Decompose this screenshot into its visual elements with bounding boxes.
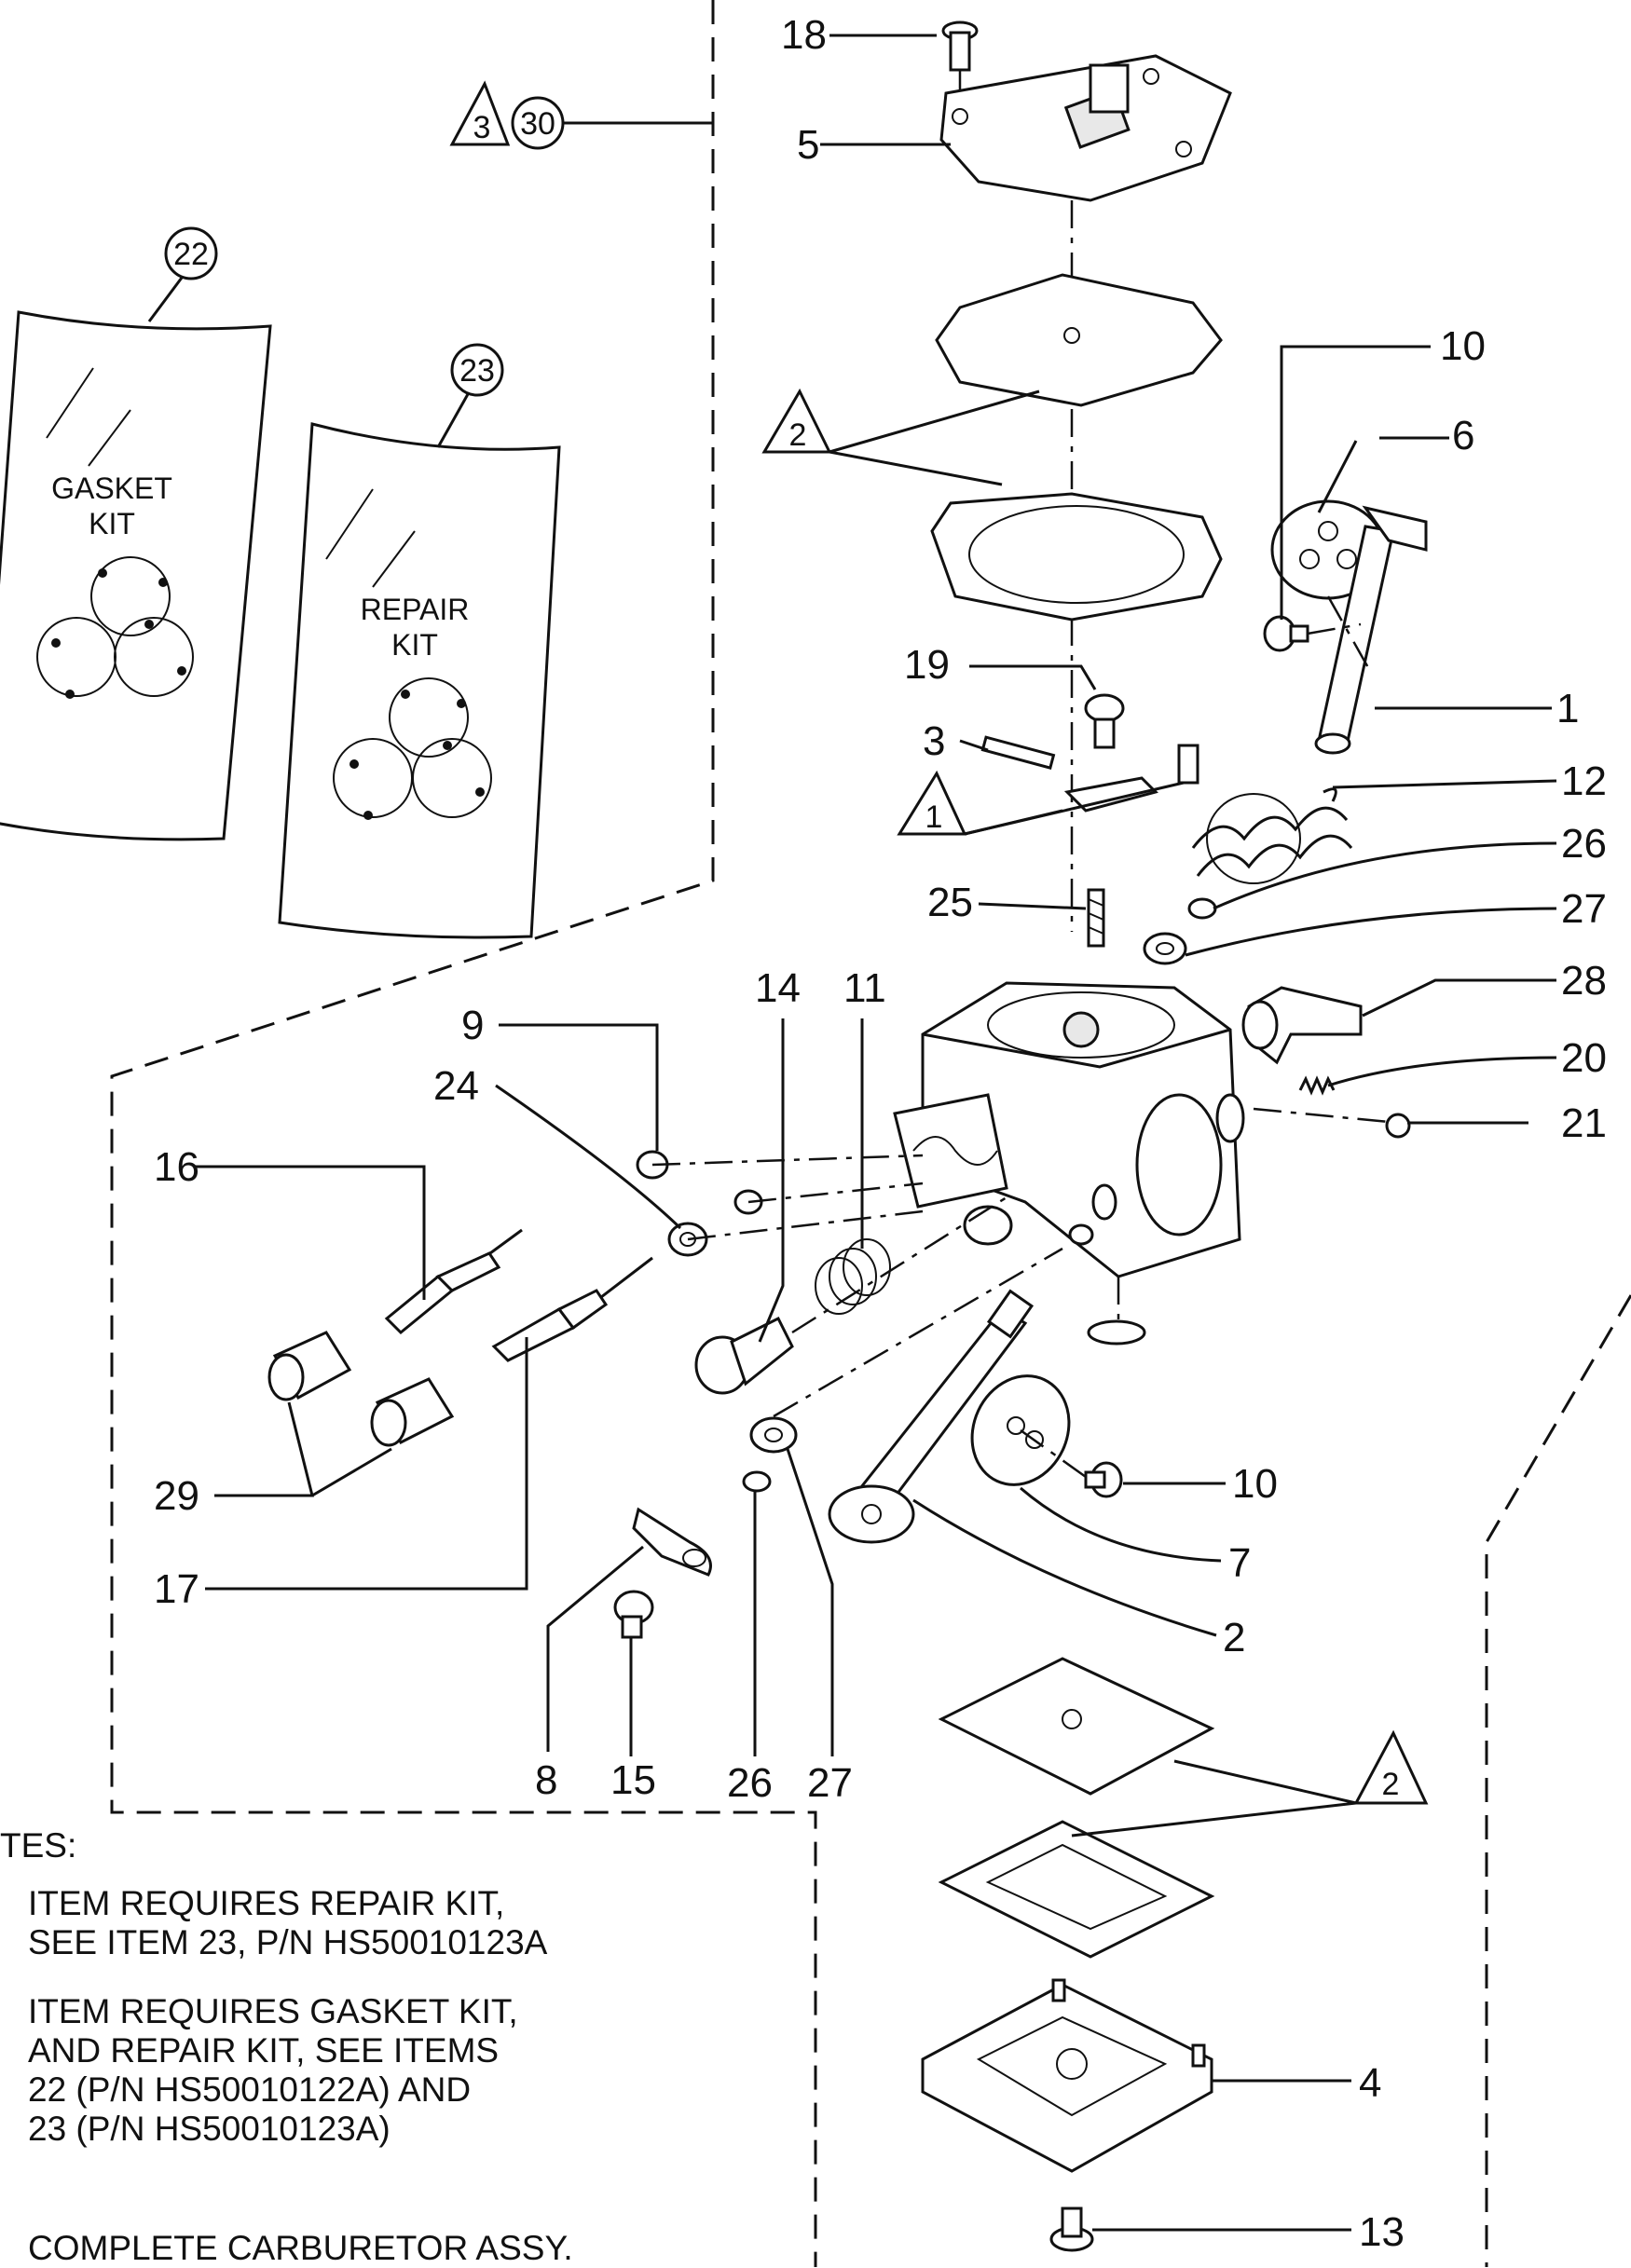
svg-text:22: 22 [173,237,209,272]
callout-16: 16 [154,1144,199,1190]
spring-20 [1298,1075,1336,1096]
washer-27-lower [749,1416,798,1454]
callout-7: 7 [1228,1540,1251,1586]
callout-25: 25 [927,880,973,925]
callout-19: 19 [904,642,950,688]
gasket-kit-label-2: KIT [89,507,135,540]
limiter-cap-29-b [370,1377,455,1447]
callout-15: 15 [610,1757,656,1803]
callout-circle-30: 30 [511,96,713,150]
carburetor-body [893,981,1245,1278]
callout-26-lower: 26 [727,1760,773,1806]
svg-text:3: 3 [473,110,491,145]
callout-5: 5 [797,122,819,168]
note-3-line-1: COMPLETE CARBURETOR ASSY. [28,2229,573,2267]
callout-14: 14 [755,965,801,1011]
callout-circle-23: 23 [436,343,504,448]
svg-text:23: 23 [459,353,495,389]
callout-18: 18 [781,12,827,58]
pin-3 [980,735,1056,770]
idle-spring-11 [815,1238,891,1315]
callout-20: 20 [1561,1035,1607,1081]
gasket-upper [930,492,1223,622]
screw-19 [1084,693,1125,749]
callout-12: 12 [1561,758,1607,804]
return-spring-12 [1191,787,1353,884]
clip-26-upper [1187,897,1217,920]
callout-29: 29 [154,1473,199,1519]
callout-13: 13 [1359,2209,1405,2255]
callout-28: 28 [1561,958,1607,1004]
diaphragm-lower [938,1657,1215,1796]
callout-1: 1 [1556,686,1579,731]
callout-8: 8 [535,1757,557,1803]
metering-lever [1063,744,1199,813]
callout-26-upper: 26 [1561,821,1607,867]
screw-10-upper [1263,615,1309,652]
needle-17 [491,1256,653,1362]
svg-text:2: 2 [789,417,807,453]
note-1-line-1: ITEM REQUIRES REPAIR KIT, [28,1884,505,1922]
gasket-lower [938,1820,1215,1959]
note-triangle-2-upper: 2 [761,388,1040,486]
spring-25 [1087,888,1105,948]
callout-2: 2 [1223,1615,1245,1660]
callout-3: 3 [923,718,945,764]
callout-17: 17 [154,1566,199,1612]
callout-27-lower: 27 [807,1760,853,1806]
callout-21: 21 [1561,1100,1607,1146]
plug-disc [1087,1319,1146,1346]
callout-10-upper: 10 [1440,323,1486,369]
leader-lines [196,34,1557,2232]
note-triangle-2-lower: 2 [1071,1729,1429,1838]
idle-screw-14 [694,1316,794,1395]
pump-cover-5 [939,54,1232,202]
callout-11: 11 [843,965,886,1011]
callout-6: 6 [1452,413,1474,458]
callout-circle-22: 22 [147,226,218,322]
notes-heading: TES: [0,1826,77,1865]
note-2-line-4: 23 (P/N HS50010123A) [28,2110,391,2148]
screw-13 [1049,2207,1094,2252]
callout-4: 4 [1359,2060,1381,2106]
screw-15 [613,1590,654,1639]
svg-text:30: 30 [520,106,555,142]
callout-9: 9 [461,1003,484,1048]
needle-16 [384,1228,523,1335]
ball-21 [1385,1113,1411,1139]
svg-text:2: 2 [1382,1767,1400,1802]
gasket-kit-bag [0,310,272,841]
screw-18 [941,20,979,72]
fuel-inlet-28 [1241,986,1363,1065]
note-1-line-2: SEE ITEM 23, P/N HS50010123A [28,1923,548,1961]
note-triangle-3: 3 [449,80,511,146]
gasket-kit-label-1: GASKET [51,471,172,505]
metering-cover-4 [921,1978,1213,2173]
note-2-line-3: 22 (P/N HS50010122A) AND [28,2070,472,2109]
repair-kit-bag [278,422,561,939]
note-triangle-1: 1 [897,770,1185,836]
clip-26-lower [742,1470,772,1493]
note-2-line-2: AND REPAIR KIT, SEE ITEMS [28,2031,500,2070]
washer-27-upper [1143,932,1187,965]
repair-kit-label-2: KIT [391,628,438,662]
note-2-line-1: ITEM REQUIRES GASKET KIT, [28,1992,518,2030]
screw-10-lower [1084,1461,1123,1498]
limiter-cap-29-a [267,1331,352,1401]
choke-shaft-2 [828,1289,1035,1544]
throttle-shaft-1 [1314,505,1428,755]
bracket-8 [632,1507,712,1577]
callout-24: 24 [433,1063,479,1109]
callout-27-upper: 27 [1561,886,1607,932]
callout-numbers: 18 5 10 6 1 12 26 27 28 20 21 19 3 25 14… [154,12,1607,2255]
svg-text:1: 1 [925,799,943,835]
repair-kit-label-1: REPAIR [361,593,470,626]
callout-10-lower: 10 [1232,1461,1278,1507]
diaphragm-upper [935,273,1223,407]
section-boundary-lines [110,0,1631,2267]
